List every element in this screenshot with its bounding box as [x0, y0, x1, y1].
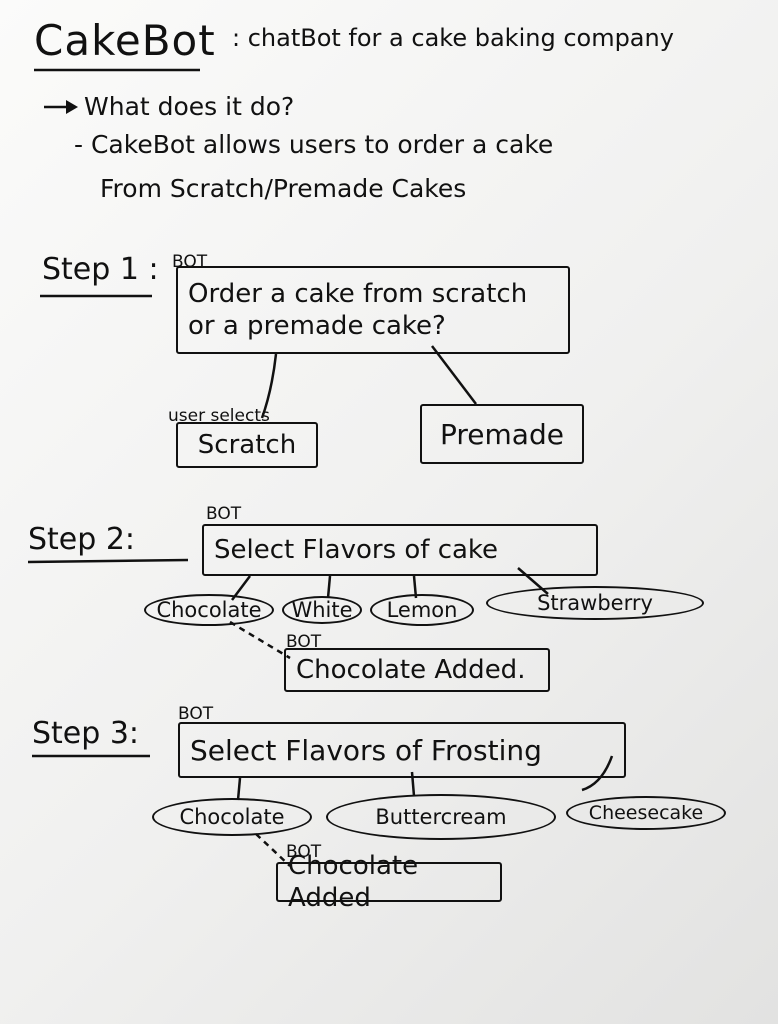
step2-prompt-box: Select Flavors of cake	[202, 524, 598, 576]
step3-prompt: Select Flavors of Frosting	[190, 733, 542, 767]
step3-bot-tag: BOT	[178, 704, 214, 724]
step2-reply-box: Chocolate Added.	[284, 648, 550, 692]
step3-reply-bot-tag: BOT	[286, 842, 322, 862]
flavor-white[interactable]: White	[282, 596, 362, 624]
step2-bot-tag: BOT	[206, 504, 242, 524]
step1-user-tag: user selects	[168, 406, 270, 426]
frosting-chocolate[interactable]: Chocolate	[152, 798, 312, 836]
flavor-lemon[interactable]: Lemon	[370, 594, 474, 626]
arrow-head	[66, 100, 78, 114]
step2-dashed-reply	[229, 620, 291, 660]
intro-answer-line1: - CakeBot allows users to order a cake	[74, 130, 554, 159]
step1-line-premade	[431, 345, 477, 405]
flavor-strawberry[interactable]: Strawberry	[486, 586, 704, 620]
step1-prompt-line1: Order a cake from scratch	[188, 278, 528, 309]
step1-prompt-box: Order a cake from scratch or a premade c…	[176, 266, 570, 354]
step3-reply: Chocolate Added	[288, 850, 419, 914]
step2-prompt: Select Flavors of cake	[214, 534, 499, 565]
step2-line-white	[326, 575, 332, 599]
step2-reply: Chocolate Added.	[296, 654, 526, 685]
page-subtitle: : chatBot for a cake baking company	[232, 24, 674, 52]
step3-reply-box: Chocolate Added	[276, 851, 502, 913]
step1-label: Step 1 :	[42, 252, 159, 287]
intro-answer-line2: From Scratch/Premade Cakes	[100, 174, 467, 203]
option-scratch[interactable]: Scratch	[176, 422, 318, 468]
intro-question: What does it do?	[84, 92, 295, 121]
step1-prompt-line2: or a premade cake?	[188, 311, 446, 341]
flavor-chocolate[interactable]: Chocolate	[144, 594, 274, 626]
step2-label: Step 2:	[28, 522, 136, 557]
step3-line-chocolate	[236, 777, 242, 801]
page-title: CakeBot	[34, 16, 216, 65]
step2-underline	[27, 558, 189, 564]
option-premade[interactable]: Premade	[420, 404, 584, 464]
step2-reply-bot-tag: BOT	[286, 632, 322, 652]
step3-prompt-box: Select Flavors of Frosting	[178, 722, 626, 778]
frosting-cheesecake[interactable]: Cheesecake	[566, 796, 726, 830]
step3-label: Step 3:	[32, 716, 140, 751]
frosting-buttercream[interactable]: Buttercream	[326, 794, 556, 840]
